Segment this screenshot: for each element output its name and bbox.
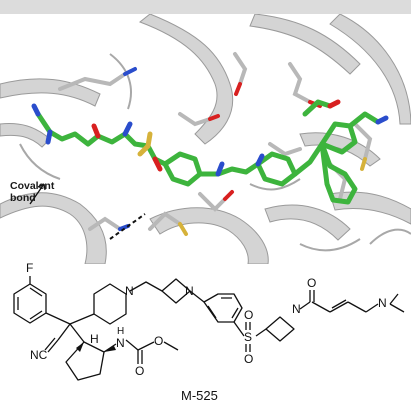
atom-label-sulfonyl-oxygen-top: O [244, 308, 254, 322]
atom-label-amide-oxygen: O [307, 276, 317, 290]
chemical-structure: F N N S O O N O N NC H H N O O [0, 261, 411, 412]
covalent-bond-pointer [29, 183, 45, 205]
protein-loops [19, 53, 411, 252]
atom-label-carbamate-nitrogen: N [116, 336, 125, 350]
atom-label-nitrile: NC [30, 348, 48, 362]
compound-name: M-525 [181, 388, 218, 403]
atom-label-dimethylamine-nitrogen: N [378, 296, 387, 310]
chemical-structure-svg [13, 276, 405, 381]
atom-label-sulfur: S [244, 330, 253, 344]
hydrogen-bond-dash [109, 213, 146, 240]
top-strip [0, 0, 411, 14]
protein-ligand-render [0, 14, 411, 264]
atom-label-carbamate-oxygen: O [135, 364, 145, 378]
chemical-bonds [13, 276, 405, 381]
structure-render-svg [0, 14, 411, 264]
covalent-bond-label: Covalent bond [10, 180, 54, 204]
covalent-bond-arrowhead [37, 183, 46, 191]
atom-label-azetidine1-nitrogen: N [185, 284, 194, 298]
ligand-sticks [35, 99, 381, 205]
atom-label-fluorine: F [26, 261, 34, 275]
atom-label-azetidine2-nitrogen: N [292, 302, 301, 316]
ligand-heteroatoms [31, 99, 389, 177]
wedge-bond-2 [104, 346, 116, 352]
atom-label-methoxy-oxygen: O [154, 334, 164, 348]
covalent-bond-label-line1: Covalent [10, 180, 55, 192]
atom-label-hydrogen: H [90, 332, 99, 346]
atom-label-sulfonyl-oxygen-bottom: O [244, 352, 254, 366]
covalent-bond-label-line2: bond [10, 192, 36, 204]
atom-label-piperidine-nitrogen: N [125, 284, 134, 298]
wedge-bond [76, 342, 84, 352]
atom-label-carbamate-hydrogen: H [117, 326, 125, 337]
side-chain-heteroatoms [118, 67, 367, 236]
